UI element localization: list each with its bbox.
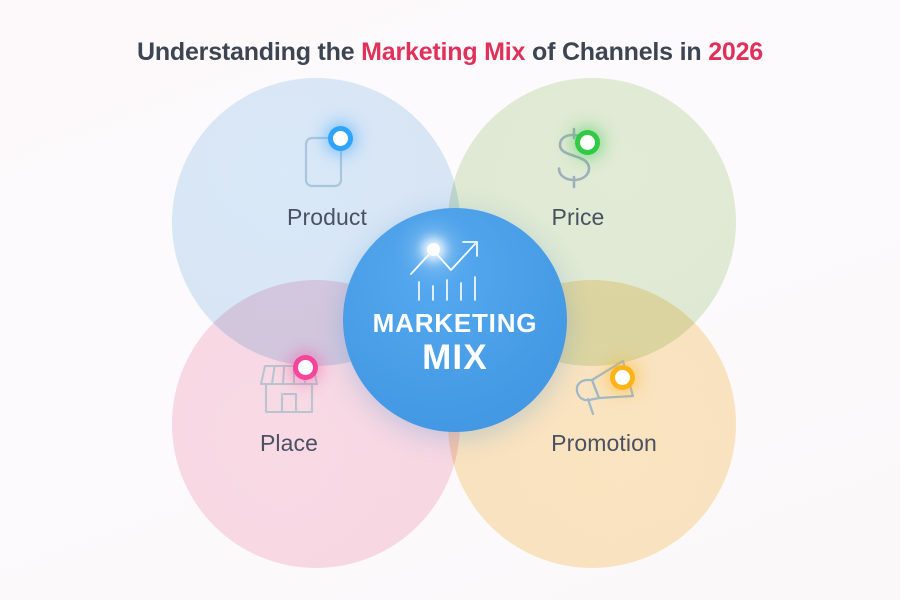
quadrant-label-place: Place xyxy=(259,430,319,456)
price-status-dot xyxy=(580,135,595,150)
center-circle-marketing-mix[interactable]: MARKETING MIX xyxy=(343,208,567,432)
title-segment-2-accent: Marketing Mix xyxy=(361,38,526,66)
quadrant-promotion[interactable]: Promotion xyxy=(504,350,704,457)
center-title-line2: MIX xyxy=(422,338,488,378)
title-segment-3: of Channels in xyxy=(525,38,709,66)
center-title-line1: MARKETING xyxy=(372,308,538,338)
quadrant-price[interactable]: Price xyxy=(478,124,678,231)
storefront-icon xyxy=(189,350,389,422)
product-box-icon xyxy=(227,124,427,196)
growth-peak-dot xyxy=(427,243,440,256)
page-title: Understanding the Marketing Mix of Chann… xyxy=(0,38,900,67)
megaphone-icon xyxy=(504,350,704,422)
product-status-dot xyxy=(333,131,348,146)
place-status-dot xyxy=(298,360,313,375)
promotion-status-dot xyxy=(615,370,630,385)
quadrant-label-product: Product xyxy=(287,204,367,230)
quadrant-label-promotion: Promotion xyxy=(551,430,657,456)
title-segment-4-accent: 2026 xyxy=(708,38,764,66)
quadrant-place[interactable]: Place xyxy=(189,350,389,457)
quadrant-label-price: Price xyxy=(551,204,605,230)
quadrant-product[interactable]: Product xyxy=(227,124,427,231)
growth-chart-icon xyxy=(403,230,507,308)
dollar-sign-icon xyxy=(478,124,678,196)
title-segment-1: Understanding the xyxy=(136,38,362,66)
